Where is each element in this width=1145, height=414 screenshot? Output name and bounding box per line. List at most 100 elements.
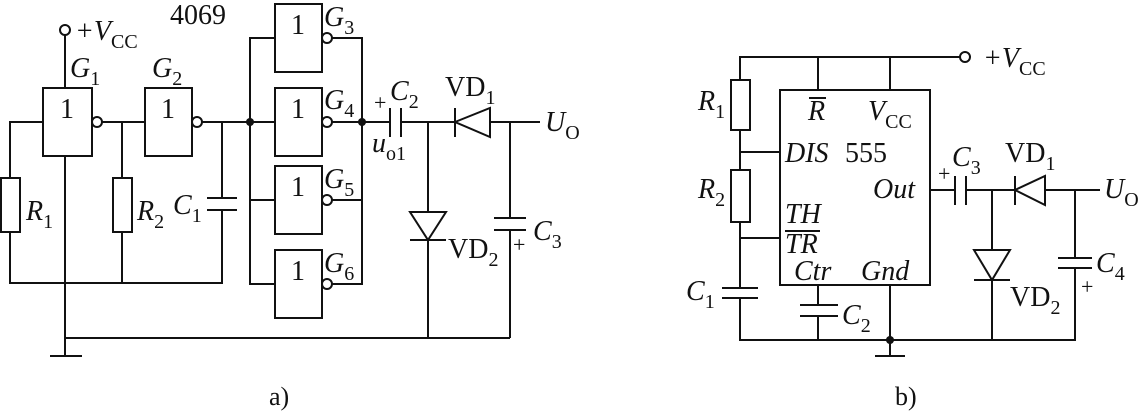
capacitor-plates <box>954 176 967 205</box>
pin-label-reset: R <box>807 96 825 127</box>
capacitor-c1: C1 <box>686 276 758 313</box>
gate-symbol: 1 <box>291 94 305 125</box>
gate-label-main: G <box>324 2 344 33</box>
timer-555: R VCC DIS 555 Out TH TR Ctr Gnd <box>779 89 931 287</box>
component-label-main: VD <box>1005 138 1045 169</box>
gate-label: G4 <box>324 85 354 122</box>
component-label: C1 <box>686 276 715 313</box>
node-label: uo1 <box>372 128 406 165</box>
inversion-bubble <box>91 116 103 128</box>
input-bus-wire <box>249 37 275 285</box>
diode-triangle <box>408 211 448 242</box>
gate-label-sub: 2 <box>172 68 182 90</box>
component-label-main: C <box>1096 248 1115 279</box>
inversion-bubble <box>321 194 333 206</box>
g1-input-wire <box>9 121 43 178</box>
capacitor-c2: + C2 <box>374 76 419 137</box>
component-label-main: C <box>842 300 861 331</box>
diode-triangle <box>1012 174 1046 207</box>
component-label-sub: 4 <box>1115 263 1125 285</box>
component-label-main: C <box>533 216 552 247</box>
component-label: C2 <box>390 76 419 113</box>
component-label: R2 <box>136 196 164 233</box>
component-label-sub: 2 <box>715 189 725 211</box>
capacitor-c2: C2 <box>800 300 871 337</box>
figure-caption: b) <box>895 382 917 411</box>
inverter-g3: 1 G3 <box>274 2 354 73</box>
capacitor-plates <box>1058 257 1092 269</box>
component-label-main: C <box>952 142 971 173</box>
gate-body <box>274 165 323 235</box>
gate-body <box>274 87 323 157</box>
component-label-sub: 1 <box>192 205 202 227</box>
supply-label: +VCC <box>75 16 138 53</box>
gate-label-sub: 6 <box>344 263 354 285</box>
output-label: UO <box>545 107 580 144</box>
component-label-sub: 1 <box>715 101 725 123</box>
gate-label-main: G <box>70 53 90 84</box>
component-label-main: C <box>173 190 192 221</box>
resistor-body <box>0 177 21 233</box>
inverter-g5: 1 G5 <box>274 164 354 235</box>
gate-label-sub: 4 <box>344 100 354 122</box>
node-label-main: u <box>372 128 386 159</box>
gate-body <box>274 249 323 319</box>
pin-label-trigger: TR <box>785 229 818 260</box>
component-label: C3 <box>952 142 981 179</box>
gate-label: G3 <box>324 2 354 39</box>
component-label: R1 <box>697 86 725 123</box>
ic-part-label: 4069 <box>170 0 226 31</box>
gate-label-sub: 1 <box>90 68 100 90</box>
junction-dot <box>886 336 894 344</box>
gate-body <box>144 87 193 157</box>
component-label: VD2 <box>1010 282 1060 319</box>
supply-label-sub: CC <box>1019 58 1046 80</box>
supply-terminal <box>59 24 71 36</box>
component-label: C3 <box>533 216 562 253</box>
node-label-sub: o1 <box>386 143 406 165</box>
gate-label: G2 <box>152 53 182 90</box>
resistor-r2: R2 <box>697 169 751 223</box>
inverter-g2: 1 G2 <box>144 53 203 157</box>
diode-vd1: VD1 <box>1005 138 1055 207</box>
component-label-main: R <box>136 196 154 227</box>
gate-symbol: 1 <box>291 10 305 41</box>
component-label-sub: 1 <box>43 211 53 233</box>
gate-label-sub: 3 <box>344 17 354 39</box>
inversion-bubble <box>321 278 333 290</box>
component-label-main: R <box>25 196 43 227</box>
capacitor-plates <box>494 217 526 231</box>
inverter-g1: 1 G1 <box>42 53 103 157</box>
gate-symbol: 1 <box>60 94 74 125</box>
inversion-bubble <box>321 32 333 44</box>
polarity-mark: + <box>374 90 386 115</box>
supply-terminal <box>959 51 971 63</box>
pin-label-output: Out <box>873 174 916 205</box>
return-wire <box>9 210 223 284</box>
gate-label-main: G <box>324 164 344 195</box>
output-label: UO <box>1104 174 1139 211</box>
figure-caption: a) <box>269 382 289 411</box>
component-label-sub: 1 <box>1045 153 1055 175</box>
component-label-main: R <box>697 86 715 117</box>
component-label: VD1 <box>1005 138 1055 175</box>
timer-body <box>779 89 931 286</box>
gate-label: G1 <box>70 53 100 90</box>
resistor-body <box>112 177 133 233</box>
output-label-sub: O <box>565 122 579 144</box>
component-label-sub: 2 <box>861 315 871 337</box>
ground-bus-wire <box>739 268 1076 341</box>
pin-label-discharge: DIS <box>784 138 829 169</box>
output-bus-wire <box>332 37 363 285</box>
pin-label-threshold: TH <box>785 199 823 230</box>
diode-vd2: VD2 <box>408 211 498 271</box>
component-label: R2 <box>697 174 725 211</box>
component-label-sub: 1 <box>705 291 715 313</box>
junction-dot <box>358 118 366 126</box>
component-label-sub: 2 <box>154 211 164 233</box>
inverter-g4: 1 G4 <box>274 85 354 157</box>
component-label: VD1 <box>445 72 495 109</box>
component-label-main: VD <box>445 72 485 103</box>
polarity-mark: + <box>938 161 950 186</box>
inverter-g6: 1 G6 <box>274 248 354 319</box>
